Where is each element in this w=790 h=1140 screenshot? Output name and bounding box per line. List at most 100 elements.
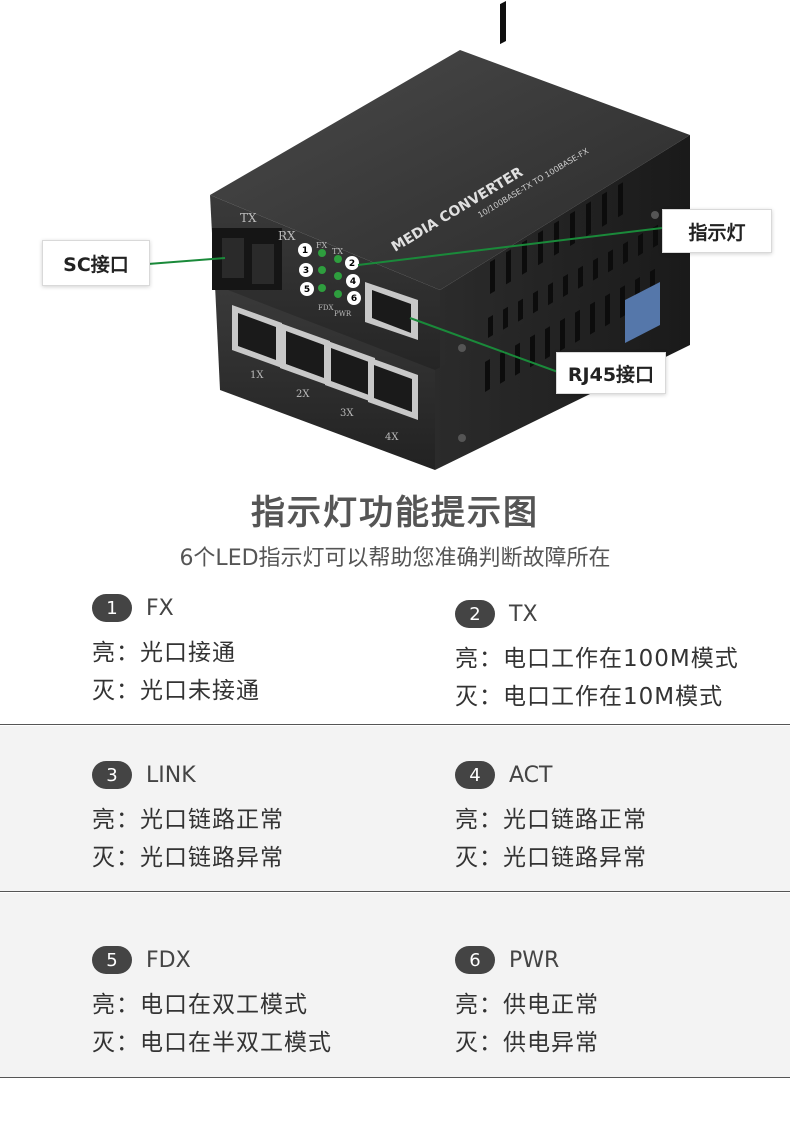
vent-slot <box>515 342 520 376</box>
led-5 <box>318 284 326 292</box>
led-number-2: 2 <box>349 259 355 269</box>
vent-slot <box>623 241 628 265</box>
indicator-name: LINK <box>146 762 196 788</box>
vent-slot <box>548 282 553 306</box>
side-vents <box>500 0 506 45</box>
vent-slot <box>570 211 575 246</box>
vent-slot <box>545 326 550 360</box>
vent-slot <box>533 290 538 314</box>
vent-slot <box>608 249 613 273</box>
vent-slot <box>485 359 490 392</box>
number-badge: 5 <box>92 946 132 974</box>
indicator-item-fx: 1 FX 亮：光口接通 灭：光口未接通 <box>92 593 260 705</box>
number-badge: 4 <box>455 761 495 789</box>
port-label-3x: 3X <box>340 408 354 419</box>
indicator-name: FDX <box>146 947 191 973</box>
led-label-fdx: FDX <box>318 304 333 312</box>
indicator-name: ACT <box>509 762 553 788</box>
number-badge: 6 <box>455 946 495 974</box>
indicator-off-text: 灭：电口工作在10M模式 <box>455 684 724 710</box>
indicator-section-3: 5 FDX 亮：电口在双工模式 灭：电口在半双工模式 6 PWR 亮：供电正常 … <box>0 893 790 1078</box>
vent-slot <box>522 239 527 275</box>
vent-slot <box>575 309 580 343</box>
number-badge: 3 <box>92 761 132 789</box>
rx-port-label: RX <box>278 229 296 243</box>
vent-slot <box>563 274 568 297</box>
indicator-name: TX <box>509 601 538 627</box>
led-3 <box>318 266 326 274</box>
vent-slot <box>490 259 495 294</box>
indicator-off-text: 灭：光口链路异常 <box>455 845 647 871</box>
indicator-off-text: 灭：供电异常 <box>455 1030 599 1056</box>
led-number-5: 5 <box>304 285 310 295</box>
led-4 <box>334 272 342 280</box>
vent-slot <box>538 230 543 266</box>
port-label-2x: 2X <box>296 389 310 400</box>
indicator-off-text: 灭：电口在半双工模式 <box>92 1030 332 1056</box>
page-title: 指示灯功能提示图 <box>251 493 539 533</box>
vent-slots <box>485 182 658 392</box>
indicator-item-tx: 2 TX 亮：电口工作在100M模式 灭：电口工作在10M模式 <box>455 599 739 711</box>
indicator-item-link: 3 LINK 亮：光口链路正常 灭：光口链路异常 <box>92 760 284 872</box>
tx-port-label: TX <box>240 211 257 225</box>
indicator-name: PWR <box>509 947 560 973</box>
vent-slot <box>638 233 643 256</box>
rj45-callout: RJ45接口 <box>556 352 666 394</box>
vent-slot <box>578 265 583 289</box>
led-label-pwr: PWR <box>334 310 352 318</box>
port-label-4x: 4X <box>385 432 399 443</box>
leader-line-rj45 <box>409 317 559 373</box>
leader-line-sc <box>147 257 226 265</box>
vent-slot <box>605 293 610 327</box>
sc-callout: SC接口 <box>42 240 150 286</box>
top-unit-side <box>440 135 690 395</box>
led-number-1: 1 <box>302 246 308 256</box>
product-image: MEDIA CONVERTER 10/100BASE-TX TO 100BASE… <box>0 0 790 480</box>
top-face <box>210 50 690 290</box>
vent-slot <box>500 350 505 384</box>
vent-slot <box>518 298 523 322</box>
led-number-4: 4 <box>350 277 356 287</box>
page-subtitle: 6个LED指示灯可以帮助您准确判断故障所在 <box>179 546 611 571</box>
indicator-section-2: 3 LINK 亮：光口链路正常 灭：光口链路异常 4 ACT 亮：光口链路正常 … <box>0 726 790 892</box>
indicator-item-pwr: 6 PWR 亮：供电正常 灭：供电异常 <box>455 945 599 1057</box>
led-2 <box>334 255 342 263</box>
vent-slot <box>618 182 623 218</box>
indicator-item-act: 4 ACT 亮：光口链路正常 灭：光口链路异常 <box>455 760 647 872</box>
led-label-tx: TX <box>332 247 343 256</box>
indicator-item-fdx: 5 FDX 亮：电口在双工模式 灭：电口在半双工模式 <box>92 945 332 1057</box>
led-1 <box>318 249 326 257</box>
indicator-on-text: 亮：电口工作在100M模式 <box>455 646 739 672</box>
vent-slot <box>554 220 559 256</box>
led-number-6: 6 <box>351 294 357 304</box>
led-indicators <box>318 249 342 298</box>
led-number-3: 3 <box>303 266 309 276</box>
vent-slot <box>620 285 625 319</box>
indicator-on-text: 亮：供电正常 <box>455 992 599 1018</box>
leader-line-indicator <box>357 227 663 266</box>
vent-slot <box>653 224 658 248</box>
vent-slot <box>503 306 508 330</box>
vent-slot <box>530 334 535 368</box>
rj45-port <box>365 282 418 340</box>
indicator-on-text: 亮：光口链路正常 <box>455 807 647 833</box>
number-badge: 1 <box>92 594 132 622</box>
indicator-on-text: 亮：电口在双工模式 <box>92 992 308 1018</box>
bottom-ports <box>232 305 418 420</box>
led-label-fx: FX <box>316 241 328 250</box>
indicator-off-text: 灭：光口链路异常 <box>92 845 284 871</box>
led-6 <box>334 290 342 298</box>
indicator-on-text: 亮：光口链路正常 <box>92 807 284 833</box>
port-label-1x: 1X <box>250 370 264 381</box>
vent-slot <box>488 315 493 338</box>
indicator-on-text: 亮：光口接通 <box>92 640 236 666</box>
vent-slot <box>560 318 565 351</box>
indicator-callout: 指示灯 <box>662 209 772 253</box>
vent-slot <box>590 301 595 335</box>
indicator-name: FX <box>146 595 174 621</box>
vent-slot <box>593 257 598 281</box>
indicator-off-text: 灭：光口未接通 <box>92 678 260 704</box>
indicator-section-1: 1 FX 亮：光口接通 灭：光口未接通 2 TX 亮：电口工作在100M模式 灭… <box>0 575 790 725</box>
sticker <box>625 282 660 343</box>
number-badge: 2 <box>455 600 495 628</box>
